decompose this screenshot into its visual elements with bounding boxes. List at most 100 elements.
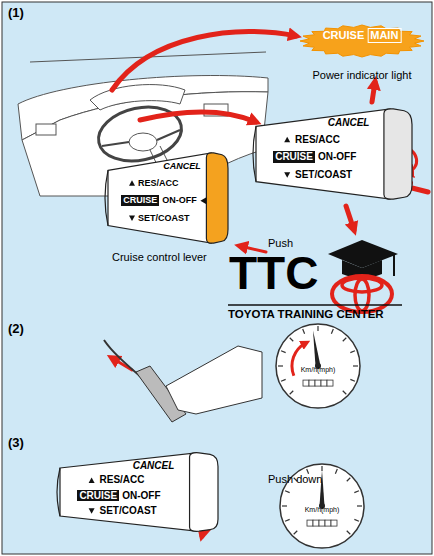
cap-tassel [393,255,395,276]
down-triangle [284,172,290,178]
lever-stalk [57,468,60,516]
lever-end-cap [206,153,228,243]
gauge-tick [290,391,294,395]
steering-hub [129,133,157,151]
gauge-face [276,324,360,408]
logo-text: TTC [229,250,318,296]
text-row: CRUISEON-OFF [273,151,356,163]
lever-stalk [253,126,256,181]
steering-wheel [94,100,187,168]
odometer-cell [313,520,319,526]
cruise-lever: CANCEL RES/ACC CRUISEON-OFF SET/COAST [60,452,218,532]
switch-label: SET/COAST [138,213,190,223]
gauge-tick [343,338,347,342]
odometer-cell [303,380,309,386]
gauge-tick [303,329,305,334]
up-triangle [284,137,290,143]
gauge-needle [313,330,320,366]
cruise-lever: CANCEL RES/ACC CRUISEON-OFF SET/COAST [256,108,412,200]
text-row: SET/COAST [100,505,157,517]
odometer-cell [315,380,321,386]
text-row: Km/h(mph) [301,366,336,374]
text-row: SET/COAST [138,213,190,223]
gauge-tick [285,491,290,493]
text-row: CANCEL [163,161,201,171]
part-label: Cruise control lever [112,252,207,263]
indicator-burst [300,25,424,57]
callout-number: (3) [8,436,24,449]
action-arrows [112,31,428,536]
gauge-tick [347,531,351,535]
odometer-cell [327,380,333,386]
lever-arrow [140,112,256,122]
gauge-tick [357,505,362,506]
text-row: RES/ACC [138,178,179,188]
up-triangle [129,180,135,186]
odometer-cell [307,520,313,526]
gauge-tick [350,351,355,353]
unit-label: Km/h(mph) [301,366,336,374]
text-row: Km/h(mph) [305,506,340,514]
switch-label: RES/ACC [100,474,145,486]
driver-foot [166,346,262,414]
gauge-tick [285,519,290,521]
down-triangle [89,508,95,514]
text-row: Power indicator light [312,69,411,82]
logo-rule [228,304,402,306]
switch-label: RES/ACC [138,178,179,188]
gauge-tick [335,469,337,474]
steering-spoke [102,130,180,146]
text-row: RES/ACC [295,134,340,146]
text-row: SET/COAST [295,169,352,181]
instrument-hood [90,85,185,110]
action-label: Push [268,238,293,249]
lever-body [60,453,196,531]
lever-body [108,153,211,243]
switch-label: CANCEL [133,460,175,472]
switch-label: CANCEL [328,117,370,129]
lever-end-cap [190,453,218,532]
gauge-tick [294,531,298,535]
lever-body [256,109,390,199]
down-triangle [129,216,135,222]
air-vent [36,124,56,135]
gauge-tick [343,391,347,395]
ttc-emblem [228,240,402,312]
action-label: Push down [268,474,322,485]
text-row: CRUISEON-OFF [77,490,160,502]
speedometer: Km/h(mph) [274,322,362,410]
switch-label: ON-OFF [162,195,197,205]
gauge-tick [282,505,287,506]
gauge-tick [331,329,333,334]
pull-up-arrow [372,82,375,102]
lever-stalk [105,170,108,225]
accelerator-pedal [104,340,262,422]
pointer-triangle [200,197,206,204]
switch-label: RES/ACC [295,134,340,146]
switch-label: SET/COAST [100,505,157,517]
push-down-arrow [346,206,354,230]
gauge-tick [354,491,359,493]
indicator-label: CRUISE [323,29,365,42]
lever-end-cap [384,109,412,199]
gauge-tick [354,519,359,521]
odometer-cell [321,380,327,386]
switch-label: CRUISE [273,151,315,163]
gauge-tick [350,379,355,381]
text-row: CRUISEON-OFF [121,195,197,205]
indicator-arrow [112,31,296,90]
unit-label: Km/h(mph) [305,506,340,514]
odometer-cell [309,380,315,386]
callout-number: (2) [8,322,24,335]
indicator-light: CRUISEMAIN Power indicator light [300,24,424,86]
indicator-label: MAIN [367,28,401,43]
switch-label: ON-OFF [318,151,356,163]
graduation-cap [328,240,398,268]
text-row: RES/ACC [100,474,145,486]
odometer-cell [331,520,337,526]
odometer-cell [319,520,325,526]
gauge-tick [307,469,309,474]
